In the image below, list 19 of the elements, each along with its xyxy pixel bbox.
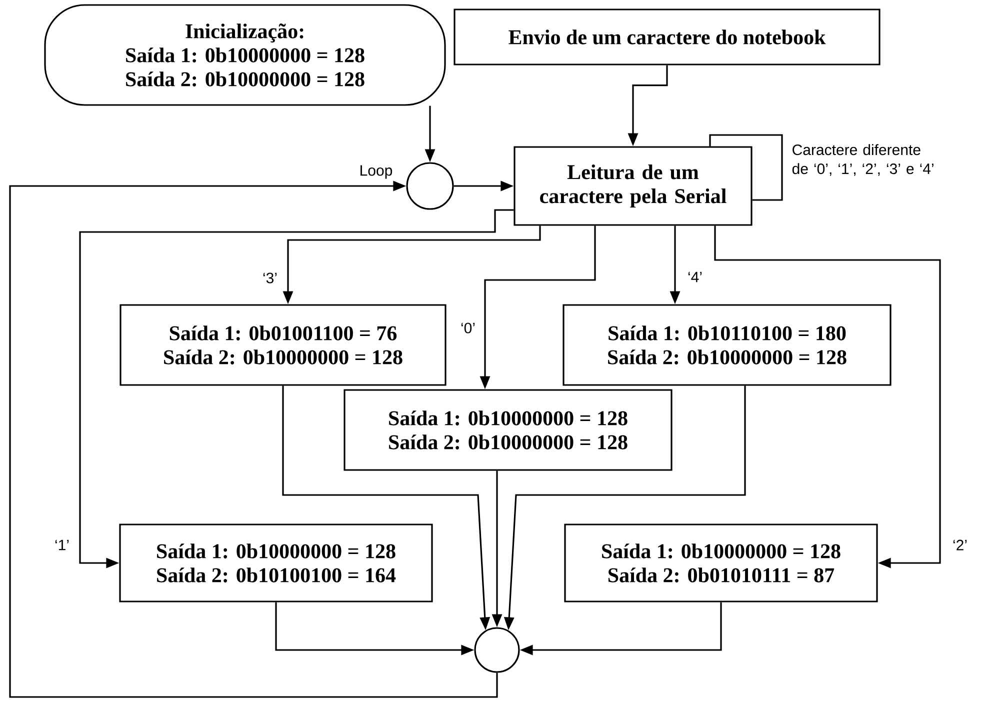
edge-label: ‘0’	[460, 322, 476, 334]
process-box: Saída 1: 0b10000000 = 128 Saída 2: 0b10000000 = 128	[344, 389, 672, 471]
process-box: Saída 1: 0b10000000 = 128 Saída 2: 0b01010111 = 87	[564, 524, 878, 602]
junction-circle	[474, 627, 520, 673]
edge-label: ‘1’	[54, 538, 70, 552]
start-terminal: Inicialização: Saída 1: 0b10000000 = 128 Saída 2: 0b10000000 = 128	[44, 4, 446, 106]
edge-label: Loop	[358, 164, 394, 180]
edge-label: ‘4’	[686, 270, 704, 284]
edge-label: ‘2’	[952, 538, 969, 552]
process-box: Saída 1: 0b01001100 = 76 Saída 2: 0b10000000 = 128	[120, 304, 446, 386]
junction-circle	[406, 162, 454, 210]
arrow	[714, 226, 941, 568]
process-box: Envio de um caractere do notebook	[454, 8, 880, 66]
arrow	[9, 180, 498, 698]
edge-label: ‘3’	[262, 272, 278, 284]
loop-label: Caractere diferente de ‘0’, ‘1’, ‘2’, ‘3’ e ‘4’	[790, 143, 943, 177]
process-box: Saída 1: 0b10110100 = 180 Saída 2: 0b10000000 = 128	[562, 304, 892, 386]
process-box: Saída 1: 0b10000000 = 128 Saída 2: 0b10100100 = 164	[119, 524, 433, 602]
process-box: Leitura de um caractere pela Serial	[514, 146, 752, 226]
